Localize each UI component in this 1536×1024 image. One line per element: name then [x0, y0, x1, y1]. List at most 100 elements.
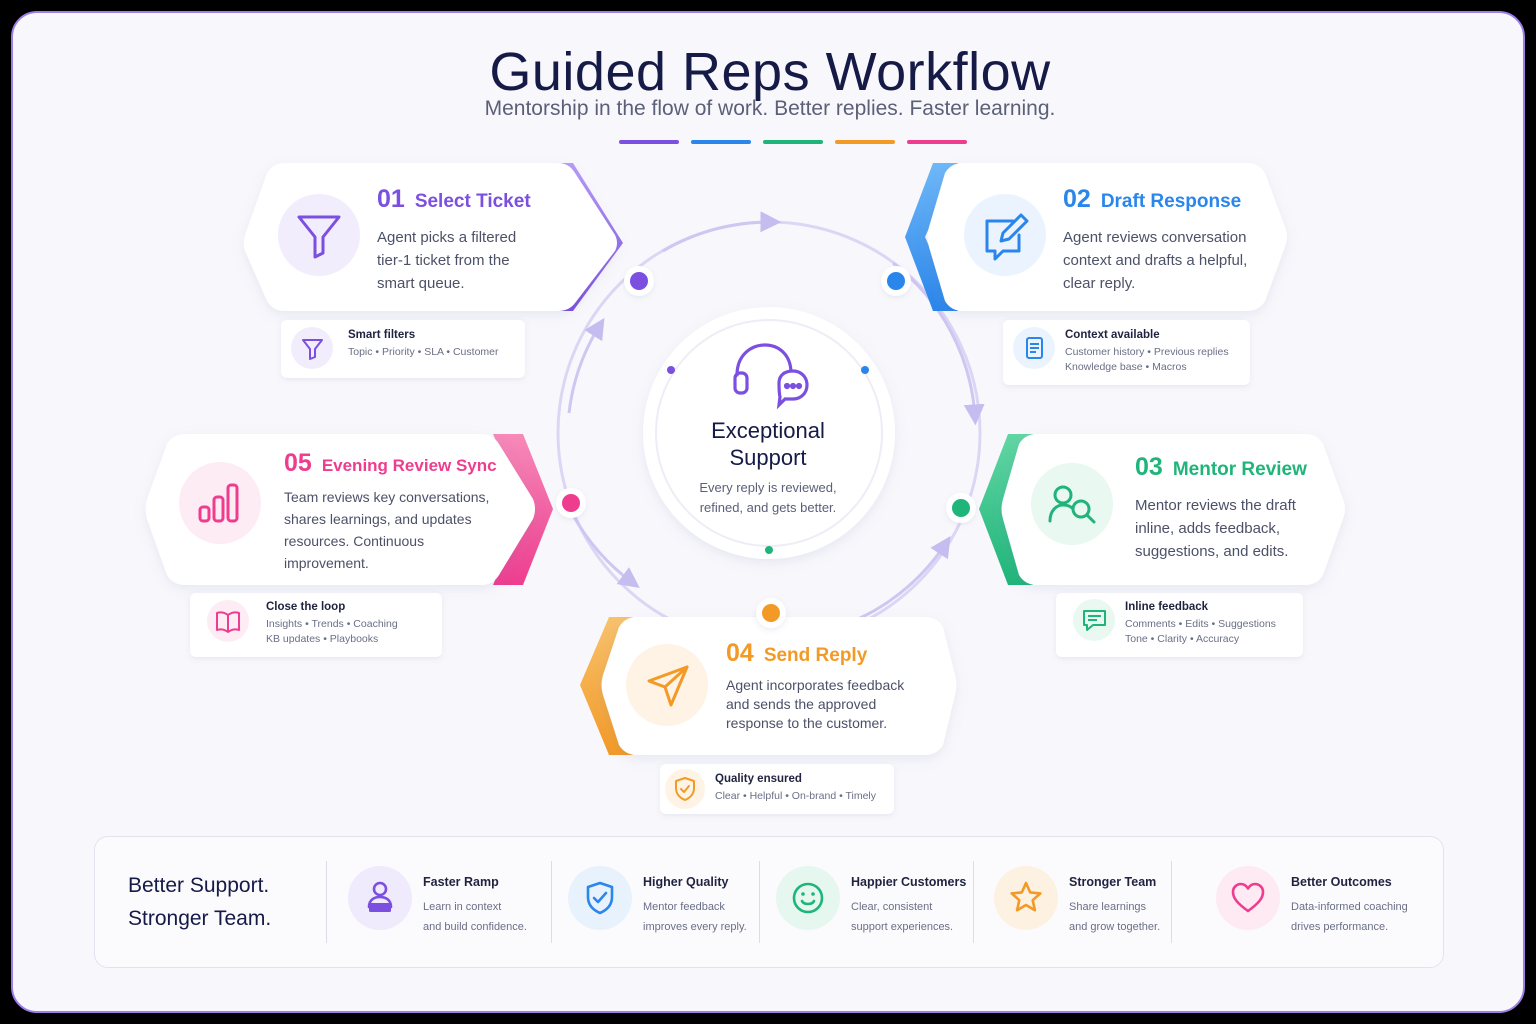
step-02-card — [905, 163, 1287, 311]
center-title-line: Exceptional — [711, 418, 825, 443]
step-03-number: 03 — [1135, 453, 1163, 481]
step-03-tag-text: Inline feedback Comments • Edits • Sugge… — [1125, 601, 1276, 645]
heart-icon — [1216, 866, 1280, 930]
step-02-text: 02 Draft Response Agent reviews conversa… — [1063, 185, 1247, 295]
tag-title: Smart filters — [348, 329, 416, 341]
paper-plane-icon — [647, 665, 689, 707]
benefit-desc: Clear, consistent support experiences. — [851, 897, 991, 937]
tag-document-icon — [1026, 337, 1043, 359]
bar-chart-icon — [198, 483, 239, 523]
benefit-desc-line: Data-informed coaching — [1291, 901, 1408, 913]
accent-bar-purple — [619, 140, 679, 144]
funnel-icon — [297, 215, 341, 259]
benefit-title: Stronger Team — [1069, 875, 1157, 889]
step-05-tag — [190, 593, 442, 657]
step-04-card — [580, 617, 957, 755]
benefit-desc-line: and grow together. — [1069, 921, 1161, 933]
page-title: Guided Reps Workflow — [489, 42, 1051, 102]
tag-line: Comments • Edits • Suggestions — [1125, 618, 1276, 630]
benefits-panel: Better Support. Stronger Team. Faster Ra… — [94, 836, 1444, 968]
benefit-desc: Learn in context and build confidence. — [423, 897, 563, 937]
tag-line: Tone • Clarity • Accuracy — [1125, 633, 1240, 645]
edit-message-icon — [985, 213, 1029, 261]
step-01-card — [243, 163, 623, 311]
step-03-text: 03 Mentor Review Mentor reviews the draf… — [1135, 453, 1307, 563]
benefit-title: Higher Quality — [643, 875, 729, 889]
step-01-desc-line: smart queue. — [377, 275, 465, 292]
step-05-card — [145, 434, 553, 585]
step-02-tag-text: Context available Customer history • Pre… — [1065, 329, 1229, 373]
benefit-title: Happier Customers — [851, 875, 967, 889]
benefit-desc: Data-informed coaching drives performanc… — [1291, 897, 1441, 937]
step-01-text: 01 Select Ticket Agent picks a filtered … — [377, 185, 531, 295]
step-03-title: Mentor Review — [1172, 459, 1307, 480]
star-icon — [994, 866, 1058, 930]
step-01-desc-line: Agent picks a filtered — [377, 229, 517, 246]
step-01-tag-text: Smart filters Topic • Priority • SLA • C… — [348, 329, 499, 358]
user-search-icon — [1048, 485, 1096, 524]
step-03-desc-line: suggestions, and edits. — [1135, 543, 1289, 560]
divider — [551, 861, 552, 943]
accent-bar-blue — [691, 140, 751, 144]
tag-funnel-icon — [302, 339, 323, 360]
benefit-desc-line: and build confidence. — [423, 921, 527, 933]
tag-line: KB updates • Playbooks — [266, 633, 379, 645]
center-title-line: Support — [729, 445, 807, 470]
divider — [326, 861, 327, 943]
step-04-tag-text: Quality ensured Clear • Helpful • On-bra… — [715, 773, 876, 802]
step-05-tag-text: Close the loop Insights • Trends • Coach… — [266, 601, 398, 645]
step-05-desc-line: shares learnings, and updates — [284, 511, 472, 527]
tagline-line: Better Support. — [128, 874, 270, 897]
tag-title: Quality ensured — [715, 773, 802, 785]
headset-chat-icon — [733, 343, 809, 410]
tag-title: Inline feedback — [1125, 601, 1209, 613]
infographic-frame: Guided Reps Workflow Mentorship in the f… — [11, 11, 1525, 1013]
workflow-diagram — [145, 163, 1345, 814]
center-description: Every reply is reviewed, refined, and ge… — [648, 478, 888, 518]
tag-line: Customer history • Previous replies — [1065, 346, 1229, 358]
benefit-desc: Share learnings and grow together. — [1069, 897, 1209, 937]
step-01-tag — [281, 320, 525, 378]
divider — [759, 861, 760, 943]
accent-bar-green — [763, 140, 823, 144]
step-04-tag — [660, 764, 894, 814]
step-02-number: 02 — [1063, 185, 1091, 213]
step-04-number: 04 — [726, 639, 754, 667]
benefit-desc-line: Clear, consistent — [851, 901, 933, 913]
center-title: Exceptional Support — [648, 417, 888, 471]
step-02-desc-line: context and drafts a helpful, — [1063, 252, 1248, 269]
tag-shield-check-icon — [675, 777, 695, 801]
accent-bar-orange — [835, 140, 895, 144]
benefit-stronger-team: Stronger Team Share learnings and grow t… — [993, 861, 1193, 945]
smiley-icon — [776, 866, 840, 930]
divider — [1171, 861, 1172, 943]
benefit-happier-customers: Happier Customers Clear, consistent supp… — [775, 861, 975, 945]
step-01-desc-line: tier-1 ticket from the — [377, 252, 510, 269]
benefit-title: Better Outcomes — [1291, 875, 1392, 889]
user-laptop-icon — [348, 866, 412, 930]
step-04-title: Send Reply — [763, 645, 868, 666]
step-03-card — [979, 434, 1345, 585]
step-05-number: 05 — [284, 449, 312, 477]
benefit-better-outcomes: Better Outcomes Data-informed coaching d… — [1215, 861, 1435, 945]
benefit-desc-line: Learn in context — [423, 901, 502, 913]
step-05-desc-line: Team reviews key conversations, — [284, 489, 490, 505]
benefit-desc-line: improves every reply. — [643, 921, 747, 933]
tag-line: Topic • Priority • SLA • Customer — [348, 346, 499, 358]
step-04-desc-line: Agent incorporates feedback — [726, 677, 905, 693]
benefit-faster-ramp: Faster Ramp Learn in context and build c… — [347, 861, 547, 945]
center-hub — [643, 307, 895, 559]
step-05-title: Evening Review Sync — [321, 456, 497, 475]
step-05-text: 05 Evening Review Sync Team reviews key … — [284, 449, 497, 574]
benefit-desc-line: Mentor feedback — [643, 901, 725, 913]
step-04-text: 04 Send Reply Agent incorporates feedbac… — [726, 639, 904, 733]
center-desc-line: refined, and gets better. — [699, 500, 837, 515]
page-subtitle: Mentorship in the flow of work. Better r… — [484, 97, 1056, 120]
step-04-desc-line: and sends the approved — [726, 696, 877, 712]
tag-line: Insights • Trends • Coaching — [266, 618, 398, 630]
benefit-desc-line: Share learnings — [1069, 901, 1147, 913]
tag-comment-icon — [1083, 610, 1106, 631]
benefit-desc-line: support experiences. — [851, 921, 954, 933]
tag-line: Knowledge base • Macros — [1065, 361, 1187, 373]
step-05-desc-line: resources. Continuous — [284, 533, 425, 549]
